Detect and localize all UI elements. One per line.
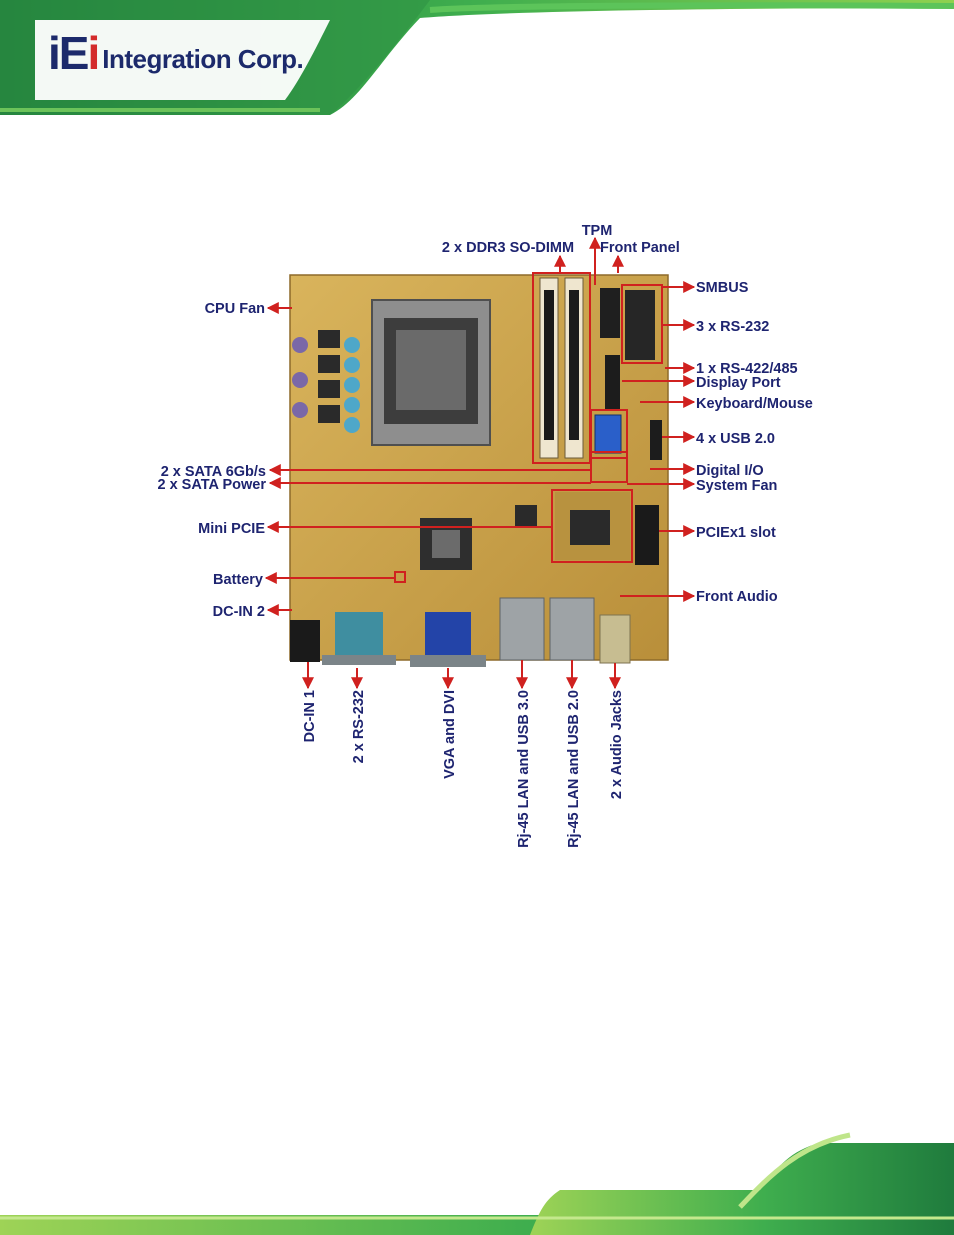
label-rs232-2: 2 x RS-232: [351, 690, 367, 763]
label-pciex1: PCIEx1 slot: [696, 525, 776, 541]
header-banner: [0, 0, 954, 115]
logo-mark: iEi: [48, 27, 100, 79]
footer-banner: [0, 1132, 954, 1235]
label-rj45-usb2: Rj-45 LAN and USB 2.0: [566, 690, 582, 848]
motherboard: [289, 272, 669, 667]
label-mini-pcie: Mini PCIE: [198, 521, 265, 537]
label-audio-jacks: 2 x Audio Jacks: [609, 690, 625, 799]
label-rs422: 1 x RS-422/485: [696, 361, 798, 377]
label-system-fan: System Fan: [696, 478, 777, 494]
label-battery: Battery: [213, 572, 263, 588]
label-smbus: SMBUS: [696, 280, 749, 296]
label-rs232-3: 3 x RS-232: [696, 319, 769, 335]
label-dc-in-1: DC-IN 1: [302, 690, 318, 742]
label-digital-io: Digital I/O: [696, 463, 764, 479]
label-display-port: Display Port: [696, 375, 781, 391]
label-sata-power: 2 x SATA Power: [157, 477, 266, 493]
label-usb20: 4 x USB 2.0: [696, 431, 775, 447]
label-dc-in-2: DC-IN 2: [213, 604, 265, 620]
company-logo: iEi Integration Corp.: [48, 26, 304, 79]
label-cpu-fan: CPU Fan: [205, 301, 265, 317]
label-ddr3: 2 x DDR3 SO-DIMM: [442, 240, 574, 256]
leader-lines: [264, 236, 696, 690]
label-front-audio: Front Audio: [696, 589, 778, 605]
label-vga-dvi: VGA and DVI: [442, 690, 458, 779]
label-tpm: TPM: [582, 223, 613, 239]
label-keyboard-mouse: Keyboard/Mouse: [696, 396, 813, 412]
label-front-panel: Front Panel: [600, 240, 680, 256]
label-sata: 2 x SATA 6Gb/s: [161, 464, 266, 480]
label-rj45-usb3: Rj-45 LAN and USB 3.0: [516, 690, 532, 848]
logo-text: Integration Corp.: [102, 44, 304, 74]
